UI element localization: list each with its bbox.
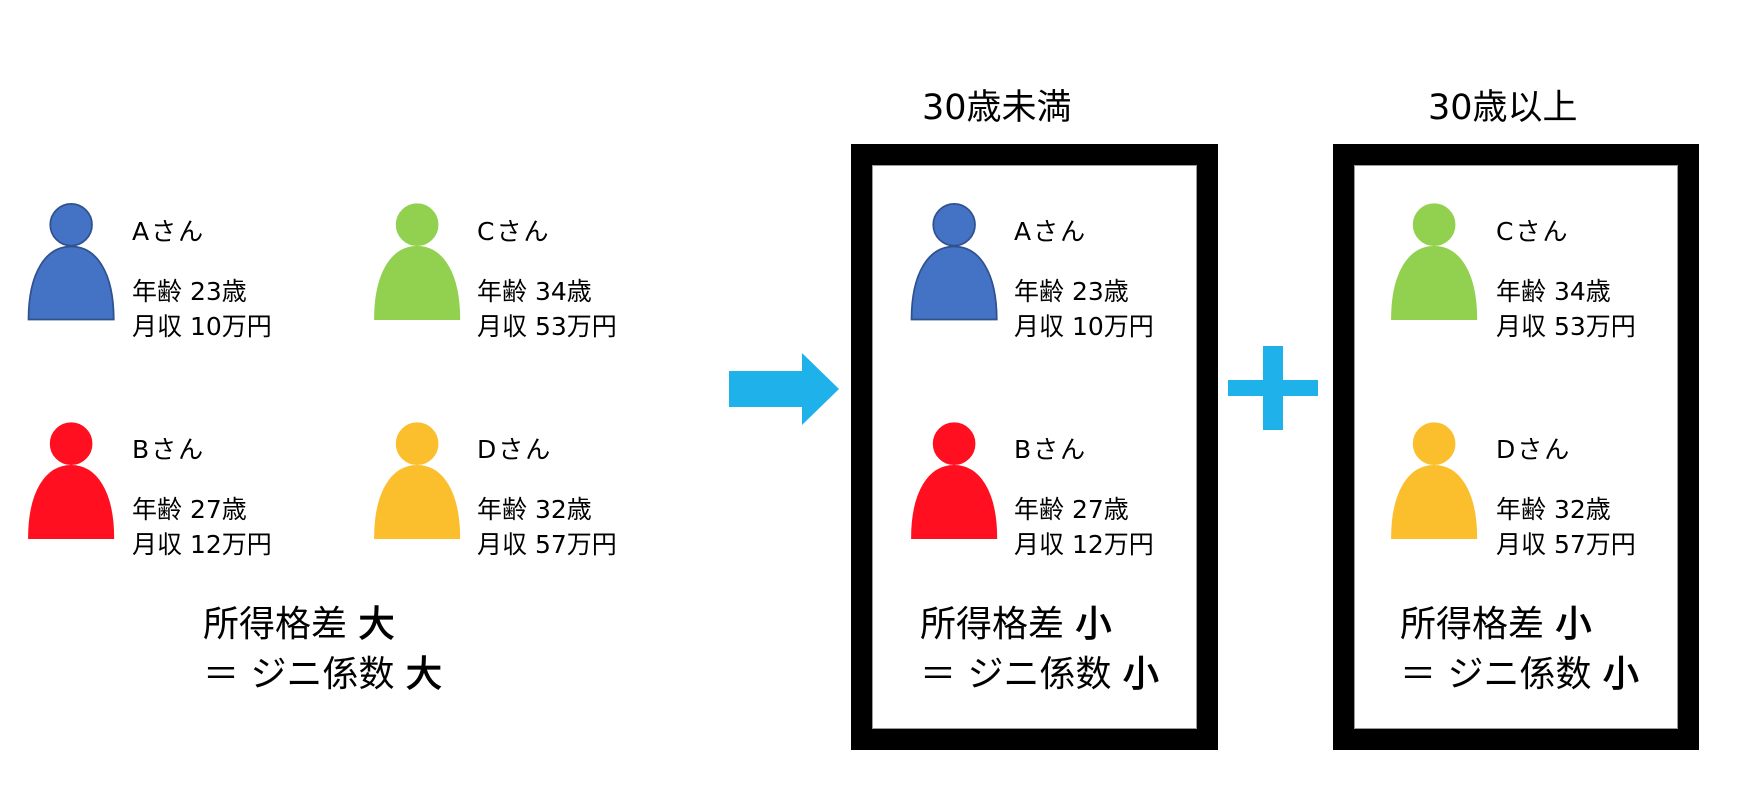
person-a-age: 年齢 23歳 [132, 277, 247, 306]
income-gap-level: 小 [1075, 604, 1112, 645]
person-body [28, 465, 115, 539]
person-head [395, 203, 439, 247]
group1-person-b-info: 年齢 27歳 月収 12万円 [1014, 492, 1154, 562]
person-b-icon [28, 422, 115, 539]
gini-label: ＝ ジニ係数 [1400, 654, 1603, 695]
income-gap-label: 所得格差 [920, 604, 1076, 645]
person-body [374, 465, 461, 539]
person-c-info: 年齢 34歳 月収 53万円 [477, 274, 617, 344]
group2-person-d-name: Dさん [1496, 435, 1572, 464]
person-a-name: Aさん [132, 217, 206, 246]
person-c-age: 年齢 34歳 [1496, 277, 1611, 306]
overall-summary-line2: ＝ ジニ係数 大 [203, 650, 442, 700]
group-under-30-label: 30歳未満 [922, 88, 1072, 128]
person-head [1412, 422, 1456, 466]
group-under-30-summary: 所得格差 小 ＝ ジニ係数 小 [920, 600, 1159, 700]
overall-summary-line1: 所得格差 大 [203, 600, 442, 650]
gini-level: 小 [1122, 654, 1159, 695]
person-head [932, 422, 976, 466]
person-d-income: 月収 57万円 [477, 530, 617, 559]
group-30-and-over-label: 30歳以上 [1428, 88, 1578, 128]
group-30-and-over-summary: 所得格差 小 ＝ ジニ係数 小 [1400, 600, 1639, 700]
person-head [49, 422, 93, 466]
person-body [911, 465, 998, 539]
person-body [1391, 465, 1478, 539]
gini-level: 小 [1602, 654, 1639, 695]
group2-person-c-info: 年齢 34歳 月収 53万円 [1496, 274, 1636, 344]
group1-person-a-name: Aさん [1014, 217, 1088, 246]
person-body [1391, 246, 1478, 320]
person-c-icon [374, 203, 461, 320]
person-b-income: 月収 12万円 [1014, 530, 1154, 559]
person-body [27, 245, 115, 321]
person-c-income: 月収 53万円 [1496, 312, 1636, 341]
person-a-info: 年齢 23歳 月収 10万円 [132, 274, 272, 344]
person-body [374, 246, 461, 320]
person-b-info: 年齢 27歳 月収 12万円 [132, 492, 272, 562]
person-a-income: 月収 10万円 [1014, 312, 1154, 341]
person-b-age: 年齢 27歳 [1014, 495, 1129, 524]
person-head [49, 203, 93, 247]
person-a-icon [910, 203, 998, 321]
group-under-30-box [851, 144, 1218, 750]
income-gap-label: 所得格差 [203, 604, 359, 645]
person-c-age: 年齢 34歳 [477, 277, 592, 306]
person-c-icon [1391, 203, 1478, 320]
person-d-icon [374, 422, 461, 539]
person-a-icon [27, 203, 115, 321]
person-a-age: 年齢 23歳 [1014, 277, 1129, 306]
person-c-income: 月収 53万円 [477, 312, 617, 341]
group-box-inner [872, 165, 1197, 729]
group1-person-a-info: 年齢 23歳 月収 10万円 [1014, 274, 1154, 344]
group-box-inner [1354, 165, 1678, 729]
person-d-income: 月収 57万円 [1496, 530, 1636, 559]
plus-icon [1228, 346, 1318, 430]
summary-line2: ＝ ジニ係数 小 [920, 650, 1159, 700]
person-d-name: Dさん [477, 435, 553, 464]
group-30-and-over-box [1333, 144, 1699, 750]
person-d-age: 年齢 32歳 [477, 495, 592, 524]
person-head [1412, 203, 1456, 247]
income-gap-level: 大 [358, 604, 395, 645]
person-b-icon [911, 422, 998, 539]
person-body [910, 245, 998, 321]
gini-label: ＝ ジニ係数 [920, 654, 1123, 695]
group2-person-c-name: Cさん [1496, 217, 1570, 246]
summary-line1: 所得格差 小 [1400, 600, 1639, 650]
person-head [932, 203, 976, 247]
group2-person-d-info: 年齢 32歳 月収 57万円 [1496, 492, 1636, 562]
person-d-icon [1391, 422, 1478, 539]
summary-line2: ＝ ジニ係数 小 [1400, 650, 1639, 700]
right-arrow-icon [729, 353, 839, 425]
overall-summary: 所得格差 大 ＝ ジニ係数 大 [203, 600, 442, 700]
person-b-age: 年齢 27歳 [132, 495, 247, 524]
person-b-name: Bさん [132, 435, 206, 464]
person-b-income: 月収 12万円 [132, 530, 272, 559]
person-c-name: Cさん [477, 217, 551, 246]
person-a-income: 月収 10万円 [132, 312, 272, 341]
group1-person-b-name: Bさん [1014, 435, 1088, 464]
summary-line1: 所得格差 小 [920, 600, 1159, 650]
income-gap-label: 所得格差 [1400, 604, 1556, 645]
person-head [395, 422, 439, 466]
person-d-age: 年齢 32歳 [1496, 495, 1611, 524]
gini-level: 大 [405, 654, 442, 695]
income-gap-level: 小 [1555, 604, 1592, 645]
gini-label: ＝ ジニ係数 [203, 654, 406, 695]
person-d-info: 年齢 32歳 月収 57万円 [477, 492, 617, 562]
